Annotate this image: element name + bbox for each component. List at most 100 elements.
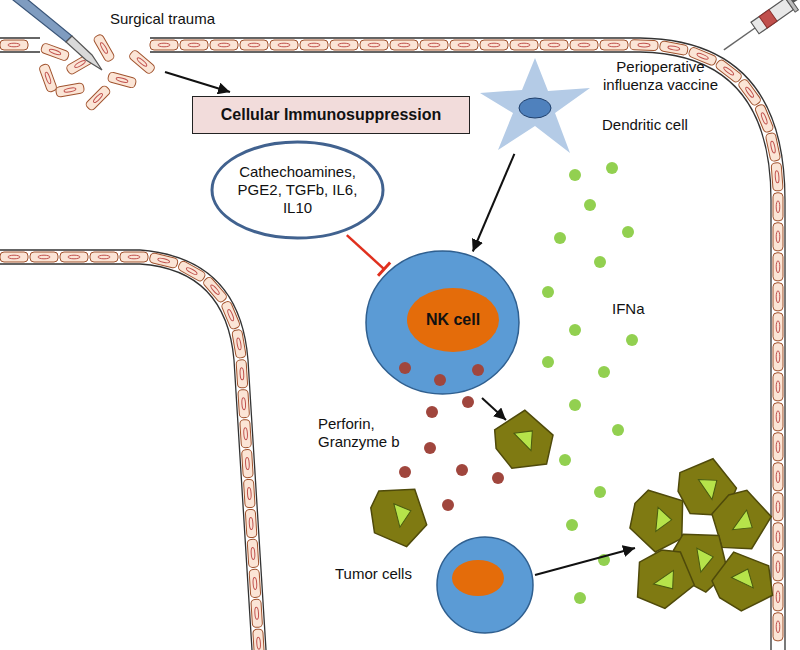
cell-body (659, 41, 688, 56)
cell-body (390, 40, 418, 50)
cell-nucleus (775, 171, 779, 183)
endothelial-cell (150, 40, 178, 50)
cell-nucleus (74, 59, 86, 68)
cell-nucleus (38, 255, 50, 259)
ifna-dots (559, 454, 571, 466)
nk-cell-second (437, 537, 533, 633)
nk-cell: NK cell (365, 250, 520, 395)
cell-nucleus (776, 591, 780, 603)
endothelial-cell (249, 569, 261, 598)
endothelial-cell (754, 104, 774, 134)
ifna-dots (606, 162, 618, 174)
cell-body (85, 85, 112, 112)
cell-nucleus (247, 487, 251, 499)
cell-nucleus (308, 43, 320, 47)
endothelial-cell (245, 509, 257, 538)
cell-body (773, 283, 783, 311)
cell-body (737, 78, 762, 107)
tumor-cells (703, 541, 785, 623)
cell-nucleus (458, 43, 470, 47)
ifna-dots (626, 334, 638, 346)
endothelial-cell (40, 43, 70, 62)
endothelial-cell (39, 63, 58, 93)
scalpel-icon (66, 36, 102, 70)
cell-body (55, 83, 84, 98)
cell-nucleus (256, 637, 260, 649)
nk-cell-nucleus (407, 288, 499, 352)
text-label: Perioperative influenza vaccine (598, 58, 723, 94)
endothelial-cell (236, 360, 248, 389)
cell-body (773, 193, 783, 221)
endothelial-cell (107, 72, 137, 89)
vessel-wall (0, 37, 40, 38)
endothelial-cell (247, 539, 259, 568)
endothelial-cell (773, 553, 783, 581)
endothelial-cell (253, 629, 265, 650)
cell-nucleus (488, 43, 500, 47)
cell-body (90, 252, 118, 262)
cell-nucleus (128, 255, 140, 259)
cell-body (177, 260, 206, 282)
vessel-wall (0, 250, 266, 650)
cell-nucleus (518, 43, 530, 47)
cell-body (128, 49, 156, 75)
endothelial-cell (270, 40, 298, 50)
cell-body (107, 72, 137, 89)
cell-nucleus (776, 261, 780, 273)
cell-body (150, 40, 178, 50)
text-label: IFNa (612, 300, 645, 318)
vessel-wall (0, 51, 40, 52)
nk-cell-body (366, 251, 519, 394)
cell-nucleus (608, 43, 620, 47)
perforin-dots (492, 472, 504, 484)
ifna-dots (542, 162, 638, 604)
cell-body (240, 40, 268, 50)
cell-nucleus (188, 43, 200, 47)
cell-nucleus (8, 255, 20, 259)
endothelial-cell (55, 83, 84, 98)
endothelial-cell (765, 132, 781, 161)
endothelial-cell (210, 40, 238, 50)
cell-body (773, 493, 783, 521)
ifna-dots (594, 256, 606, 268)
perforin-dots (456, 464, 468, 476)
ifna-dots (594, 486, 606, 498)
endothelial-cell (240, 40, 268, 50)
node-text: Cellular Immunosuppression (207, 105, 455, 125)
illustration (150, 45, 778, 650)
cell-body (773, 223, 783, 251)
illustration (0, 45, 778, 650)
cell-body (300, 40, 328, 50)
cell-body (773, 583, 783, 611)
endothelial-cell (773, 283, 783, 311)
perforin-dots (442, 499, 454, 511)
endothelial-cell (243, 479, 255, 508)
endothelial-cell (240, 419, 252, 448)
endothelial-cell (180, 40, 208, 50)
nk-cell-second (437, 537, 533, 633)
cell-nucleus (776, 471, 780, 483)
dendritic-cell: Dendritic cell (480, 58, 590, 153)
cell-body (243, 479, 255, 508)
endothelial-cell (330, 40, 358, 50)
cell-nucleus (99, 42, 108, 54)
cell-body (251, 599, 263, 628)
scalpel-icon (8, 0, 72, 42)
syringe-icon (718, 0, 800, 58)
illustration (0, 257, 259, 650)
syringe-icon (784, 0, 799, 12)
endothelial-cell (773, 223, 783, 251)
cell-body (249, 569, 261, 598)
text-label: Perforin, Granzyme b (318, 415, 413, 451)
vessel-wall (150, 52, 771, 650)
cell-nucleus (245, 457, 249, 469)
ifna-dots (622, 226, 634, 238)
syringe-icon (793, 0, 800, 2)
endothelial-cell (0, 252, 28, 262)
ifna-dots (612, 424, 624, 436)
perforin-dots (399, 466, 411, 478)
endothelial-cell (659, 41, 688, 56)
vessel-wall (0, 264, 252, 650)
cell-body (771, 162, 783, 191)
